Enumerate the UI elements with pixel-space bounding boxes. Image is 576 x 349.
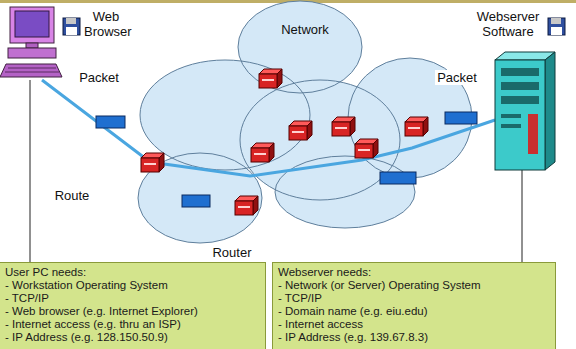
icon-caption-holder: Web Browser [84, 9, 128, 39]
packet-label: Packet [435, 70, 479, 85]
icon-caption: Web Browser [84, 9, 132, 39]
leader-line [30, 80, 31, 262]
requirement-item: - Web browser (e.g. Internet Explorer) [5, 305, 260, 318]
route-label: Route [55, 188, 90, 203]
router-icon [235, 196, 258, 215]
requirement-item: - TCP/IP [278, 292, 550, 305]
router-icon [259, 69, 282, 88]
packet-label-holder: Packet [74, 70, 124, 85]
router-icon [332, 117, 355, 136]
requirements-box: User PC needs:- Workstation Operating Sy… [0, 262, 266, 349]
requirement-item: - Internet access (e.g. thru an ISP) [5, 318, 260, 331]
floppy-icon [548, 18, 565, 35]
box-heading: User PC needs: [5, 266, 260, 279]
icon-caption: Webserver Software [477, 9, 540, 39]
requirement-item: - Domain name (e.g. eiu.edu) [278, 305, 550, 318]
pc-icon [0, 7, 62, 77]
requirement-item: - Workstation Operating System [5, 279, 260, 292]
box-heading: Webserver needs: [278, 266, 550, 279]
router-icon [405, 117, 428, 136]
requirement-item: - IP Address (e.g. 139.67.8.3) [278, 331, 550, 344]
route-line [42, 80, 495, 176]
router-icon [141, 153, 164, 172]
network-label-holder: Network [270, 22, 340, 37]
requirement-item: - Network (or Server) Operating System [278, 279, 550, 292]
network-clouds [138, 1, 472, 243]
packets [96, 112, 477, 207]
route-label-holder: Route [50, 188, 94, 203]
packet-label: Packet [77, 70, 121, 85]
packet-label-holder: Packet [432, 70, 482, 85]
requirements-box: Webserver needs:- Network (or Server) Op… [272, 262, 556, 349]
server-icon [495, 52, 555, 170]
requirement-item: - Internet access [278, 318, 550, 331]
requirement-item: - IP Address (e.g. 128.150.50.9) [5, 331, 260, 344]
router-label: Router [212, 245, 251, 260]
router-label-holder: Router [208, 245, 256, 260]
router-icon [355, 139, 378, 158]
network-label: Network [281, 22, 329, 37]
floppy-icon [63, 18, 80, 35]
requirement-item: - TCP/IP [5, 292, 260, 305]
icon-caption-holder: Webserver Software [468, 9, 548, 39]
router-icon [251, 143, 274, 162]
router-icon [289, 121, 312, 140]
router-icons [141, 69, 428, 215]
leader-line [522, 170, 523, 262]
